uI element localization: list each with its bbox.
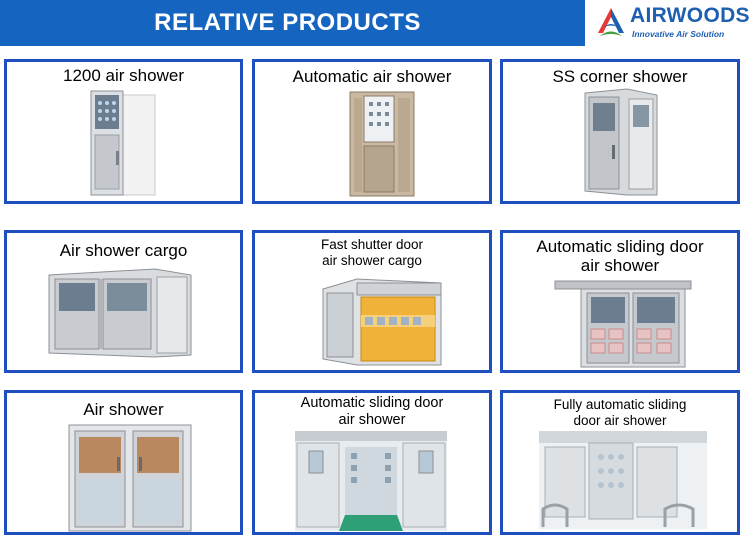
product-title: Automatic air shower [292, 67, 452, 86]
fast-shutter-door-image [322, 278, 442, 366]
product-title-line-1: Fast shutter door [320, 237, 424, 252]
product-title-line-1: Automatic sliding door [300, 395, 444, 411]
product-card-fully-automatic-sliding-door-shower[interactable]: Fully automatic sliding door air shower [500, 390, 740, 535]
header-banner: RELATIVE PRODUCTS [0, 0, 585, 46]
product-card-automatic-sliding-door-shower-2[interactable]: Automatic sliding door air shower [252, 390, 492, 535]
page-title: RELATIVE PRODUCTS [154, 9, 421, 36]
brand-name: AIRWOODS [630, 4, 749, 27]
header: RELATIVE PRODUCTS AIRWOODS Innovative Ai… [0, 0, 749, 46]
product-title-line-2: air shower [580, 256, 660, 275]
product-title: Air shower cargo [59, 241, 188, 260]
product-title-line-2: air shower [338, 412, 406, 428]
product-card-ss-corner-shower[interactable]: SS corner shower [500, 59, 740, 204]
sliding-door-shower-image [295, 431, 447, 531]
air-shower-image [584, 88, 658, 196]
airwoods-logo-icon [598, 8, 624, 36]
air-shower-image [68, 424, 192, 532]
product-title-line-1: Automatic sliding door [536, 237, 704, 256]
product-title: 1200 air shower [63, 66, 184, 85]
fully-automatic-shower-image [539, 431, 707, 529]
brand-logo: AIRWOODS Innovative Air Solution [590, 0, 749, 46]
product-title-line-2: door air shower [573, 413, 667, 428]
brand-tagline: Innovative Air Solution [632, 29, 725, 39]
product-card-air-shower-cargo[interactable]: Air shower cargo [4, 230, 243, 373]
product-title-line-2: air shower cargo [322, 253, 422, 268]
product-card-automatic-sliding-door-shower[interactable]: Automatic sliding door air shower [500, 230, 740, 373]
sliding-door-shower-image [554, 280, 692, 368]
product-title-line-1: Fully automatic sliding [553, 397, 687, 412]
product-title: SS corner shower [552, 67, 688, 86]
air-shower-image [349, 91, 415, 197]
product-card-1200-air-shower[interactable]: 1200 air shower [4, 59, 243, 204]
product-card-automatic-air-shower[interactable]: Automatic air shower [252, 59, 492, 204]
air-shower-cargo-image [48, 268, 192, 358]
air-shower-image [90, 90, 156, 196]
product-card-fast-shutter-door-cargo[interactable]: Fast shutter door air shower cargo [252, 230, 492, 373]
product-card-air-shower[interactable]: Air shower [4, 390, 243, 535]
product-title: Air shower [83, 400, 164, 419]
